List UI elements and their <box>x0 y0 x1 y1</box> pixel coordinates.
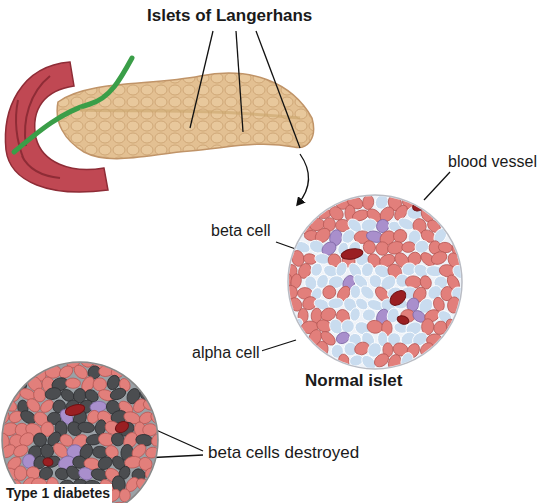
cell <box>44 386 62 401</box>
cell <box>327 297 344 309</box>
cell <box>111 502 127 503</box>
blood-vessel <box>387 288 409 309</box>
cell <box>119 489 130 502</box>
pancreas <box>14 58 314 159</box>
cell <box>109 386 128 402</box>
part-label: Type 1 diabetes <box>4 484 112 503</box>
cell <box>376 242 389 255</box>
cell <box>317 208 331 218</box>
cell <box>362 194 374 210</box>
cell <box>337 353 350 369</box>
cell <box>134 476 153 494</box>
cell <box>144 466 161 482</box>
part-label: beta cell <box>209 221 273 240</box>
cell <box>418 340 436 358</box>
cell <box>401 241 416 253</box>
blood-vessel <box>42 457 53 467</box>
cell <box>143 398 159 411</box>
cell <box>22 454 35 468</box>
part-label: Normal islet <box>303 371 404 390</box>
cell <box>77 421 95 433</box>
cell <box>314 340 329 358</box>
cell <box>372 351 391 369</box>
part-label: blood vessel <box>446 152 539 171</box>
cell <box>429 249 449 267</box>
diabetic-islet <box>0 350 168 503</box>
cell <box>350 285 361 299</box>
blood-vessel <box>64 403 86 418</box>
cell <box>149 431 168 449</box>
cell <box>399 351 415 371</box>
leader-lines <box>124 31 450 459</box>
blood-vessel <box>396 314 410 326</box>
normal-islet <box>277 193 470 373</box>
cell <box>93 378 107 392</box>
cell <box>447 296 461 314</box>
cell <box>14 466 27 481</box>
cell <box>362 308 376 321</box>
cell <box>65 378 80 389</box>
part-label: alpha cell <box>190 343 262 362</box>
cell <box>45 365 61 378</box>
part-label: beta cells destroyed <box>206 443 361 462</box>
blood-vessel <box>411 197 430 214</box>
cell <box>444 317 461 336</box>
part-label: Islets of Langerhans <box>145 6 314 25</box>
blood-vessel <box>113 419 130 435</box>
blood-vessel <box>340 247 363 261</box>
